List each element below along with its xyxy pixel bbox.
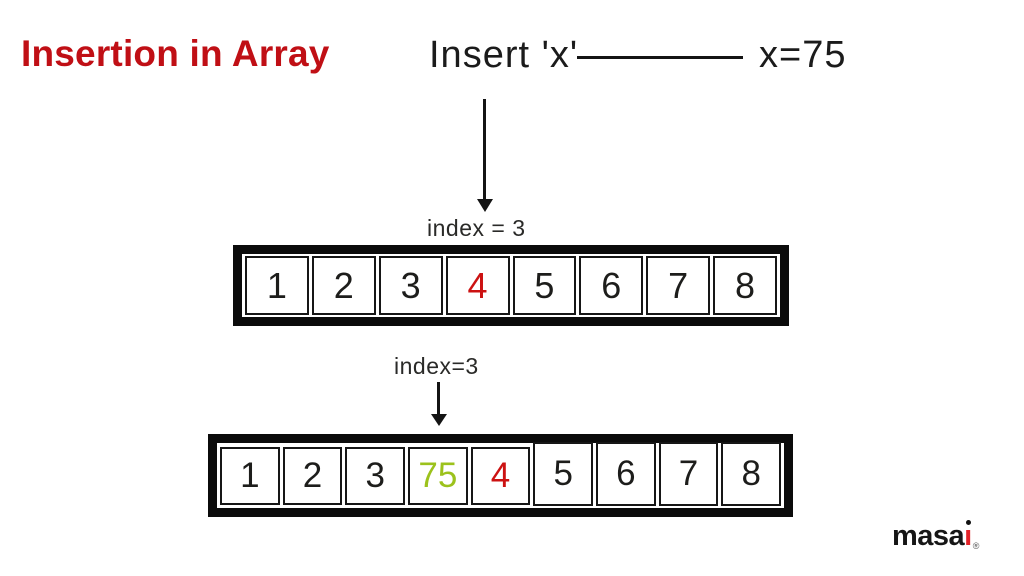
array-cell: 7 [658,441,719,506]
array-cell: 5 [512,256,577,315]
down-arrow-shaft [483,99,486,200]
array-cell: 5 [533,441,594,506]
page-title: Insertion in Array [21,33,330,74]
insert-x-label: Insert 'x' [429,34,579,76]
array-cell: 1 [220,446,280,505]
down-arrow-shaft [437,382,440,415]
down-arrow-head-icon [431,414,447,426]
array-cell-highlight-index3: 4 [445,256,510,315]
masai-logo-i: ı [964,520,972,552]
registered-trademark-icon: ® [972,541,980,551]
array-cell: 6 [579,256,644,315]
array-before-insertion: 1 2 3 4 5 6 7 8 [233,245,789,326]
index-label-after: index=3 [394,353,479,379]
array-cell: 3 [378,256,443,315]
connector-line [577,56,743,59]
array-cell: 3 [345,446,406,505]
masai-logo-text: masa [892,520,965,552]
masai-logo: masaı® [892,520,979,553]
array-cell: 1 [245,256,309,315]
index-label-before: index = 3 [427,215,526,241]
array-cell-inserted-value: 75 [408,446,468,505]
array-cell-shifted: 4 [470,446,531,505]
array-after-insertion: 1 2 3 75 4 5 6 7 8 [208,434,793,517]
array-cell: 7 [646,256,711,315]
array-cell: 6 [596,441,656,506]
array-cell: 8 [721,441,782,506]
x-value-label: x=75 [759,34,847,76]
array-cell: 8 [713,256,777,315]
down-arrow-head-icon [477,199,493,212]
array-cell: 2 [311,256,376,315]
array-cell: 2 [282,446,343,505]
